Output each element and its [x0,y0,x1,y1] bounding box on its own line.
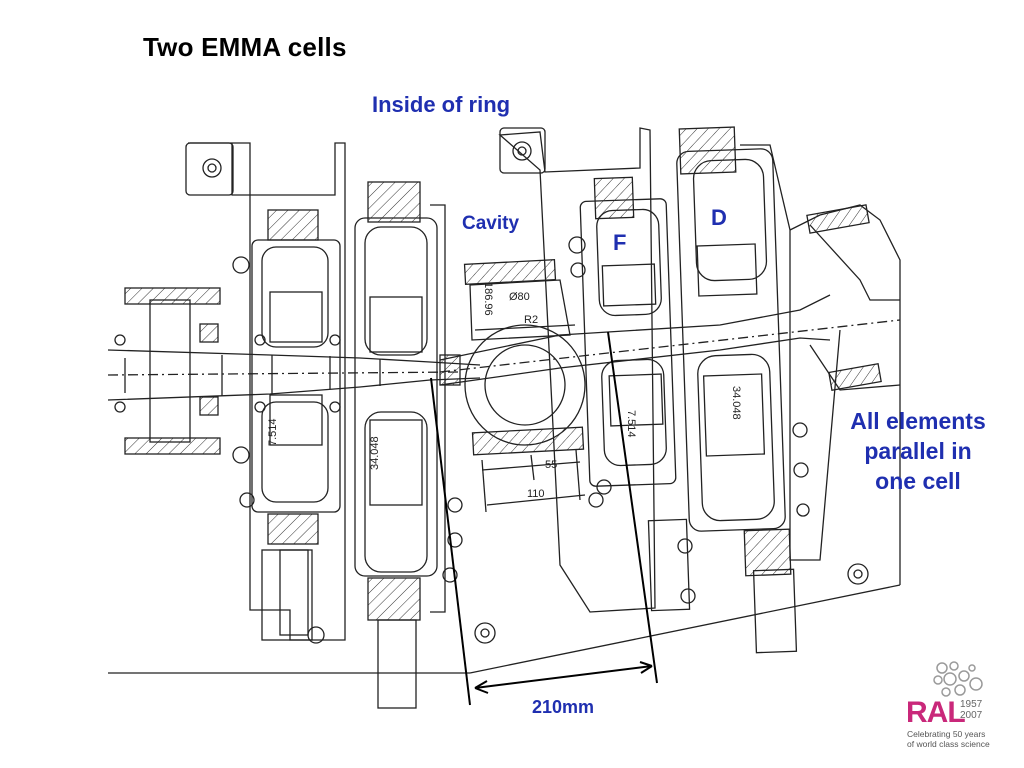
dim-left-f-gap: 7.514 [267,418,279,446]
ral-wordmark: RAL [906,696,966,729]
ral-caption-line1: Celebrating 50 years [907,729,986,739]
inside-of-ring-label: Inside of ring [372,92,511,117]
dim-right-d-gap: 34.048 [730,386,742,420]
spacing-dimension-arrow [474,665,653,689]
ral-dots-icon [933,661,983,697]
dim-cavity-diameter: Ø80 [509,291,530,303]
cell-boundary-line-left [430,377,471,706]
f-magnet-label: F [613,230,627,255]
dim-cavity-length-1: 55 [545,459,557,471]
ral-year-start: 1957 [960,699,983,710]
dim-cavity-outer: 186.96 [482,282,494,316]
slide-title: Two EMMA cells [143,32,347,62]
ral-years: 1957 2007 [960,699,983,721]
dim-left-d-gap: 34.048 [369,436,381,470]
ral-year-end: 2007 [960,709,983,721]
dim-cavity-radius: R2 [524,314,538,326]
all-elements-note: All elements parallel in one cell [850,408,986,494]
ral-logo: RAL 1957 2007 Celebrating 50 years of wo… [904,660,1022,760]
ral-caption: Celebrating 50 years of world class scie… [907,729,990,750]
dim-cavity-length-2: 110 [527,488,545,500]
cavity-label: Cavity [462,213,520,234]
ral-caption-line2: of world class science [907,738,990,749]
dim-right-f-gap: 7.514 [625,410,637,438]
cell-boundary-line-right [607,331,658,684]
spacing-dimension-label: 210mm [532,697,595,717]
d-magnet-label: D [711,205,727,230]
